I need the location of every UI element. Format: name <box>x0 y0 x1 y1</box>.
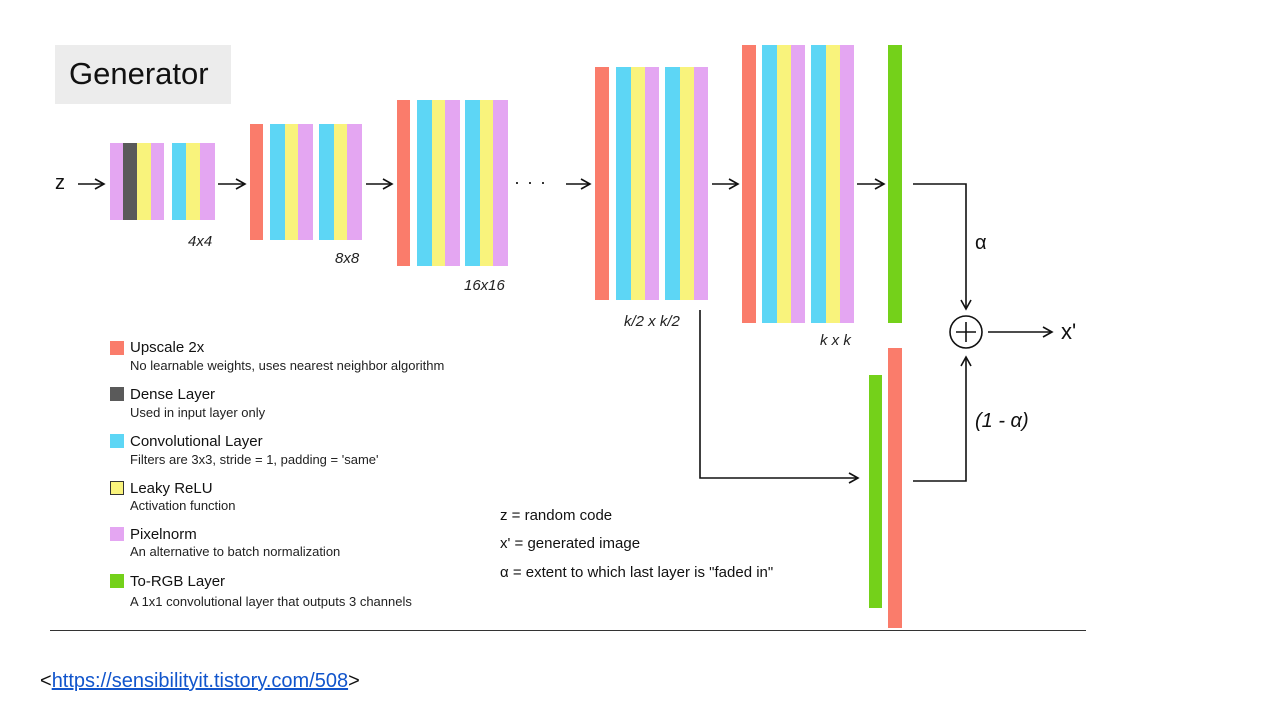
pixelnorm-bar <box>298 124 313 240</box>
upscale-bar <box>742 45 756 323</box>
legend-desc-to-rgb: A 1x1 convolutional layer that outputs 3… <box>130 594 412 609</box>
source-suffix: > <box>348 670 360 692</box>
leaky-relu-bar <box>826 45 840 323</box>
legend-desc-conv: Filters are 3x3, stride = 1, padding = '… <box>130 452 379 467</box>
leaky-relu-bar <box>680 67 694 300</box>
pixelnorm-bar <box>493 100 508 266</box>
conv-layer-bar <box>172 143 186 220</box>
title-box <box>55 45 231 104</box>
block-label-k: k x k <box>820 332 851 349</box>
legend-desc-leaky-relu: Activation function <box>130 498 236 513</box>
upscale-bar <box>250 124 263 240</box>
conv-layer-bar <box>465 100 480 266</box>
ellipsis: · · · <box>514 172 547 192</box>
dense-layer-bar <box>123 143 137 220</box>
footer-rule <box>50 630 1086 631</box>
block-label-k-half: k/2 x k/2 <box>624 313 680 330</box>
leaky-relu-bar <box>334 124 347 240</box>
diagram-title: Generator <box>69 56 209 91</box>
pixelnorm-bar <box>645 67 659 300</box>
legend-swatch-pixelnorm <box>110 527 124 541</box>
block-label-8x8: 8x8 <box>335 250 360 267</box>
conv-layer-bar <box>665 67 680 300</box>
source-link[interactable]: https://sensibilityit.tistory.com/508 <box>51 670 349 692</box>
legend-swatch-dense <box>110 387 124 401</box>
leaky-relu-bar <box>777 45 791 323</box>
block-label-16x16: 16x16 <box>464 277 505 294</box>
legend-desc-pixelnorm: An alternative to batch normalization <box>130 544 341 559</box>
conv-layer-bar <box>270 124 285 240</box>
leaky-relu-bar <box>186 143 200 220</box>
legend-desc-dense: Used in input layer only <box>130 405 266 420</box>
pixelnorm-bar <box>791 45 805 323</box>
input-z-label: z <box>55 172 65 194</box>
upscale-bar <box>397 100 410 266</box>
to-rgb-bar <box>888 45 902 323</box>
pixelnorm-bar <box>151 143 164 220</box>
definition-x-prime: x' = generated image <box>500 535 641 552</box>
legend-title-upscale: Upscale 2x <box>130 339 205 356</box>
pixelnorm-bar <box>840 45 854 323</box>
legend-desc-upscale: No learnable weights, uses nearest neigh… <box>130 358 445 373</box>
legend-swatch-upscale <box>110 341 124 355</box>
legend-title-conv: Convolutional Layer <box>130 433 263 450</box>
definition-z: z = random code <box>500 507 613 524</box>
legend-title-pixelnorm: Pixelnorm <box>130 526 197 543</box>
legend-swatch-to-rgb <box>110 574 124 588</box>
legend-swatch-conv <box>110 434 124 448</box>
source-citation: <https://sensibilityit.tistory.com/508> <box>40 670 360 693</box>
conv-layer-bar <box>616 67 631 300</box>
pixelnorm-bar <box>110 143 123 220</box>
leaky-relu-bar <box>631 67 645 300</box>
conv-layer-bar <box>811 45 826 323</box>
leaky-relu-bar <box>480 100 493 266</box>
legend-title-leaky-relu: Leaky ReLU <box>130 480 213 497</box>
upscale-bar <box>595 67 609 300</box>
upscale-bar <box>888 348 902 628</box>
leaky-relu-bar <box>137 143 151 220</box>
pixelnorm-bar <box>200 143 215 220</box>
conv-layer-bar <box>762 45 777 323</box>
alpha-label: α <box>975 232 987 254</box>
conv-layer-bar <box>417 100 432 266</box>
legend-title-dense: Dense Layer <box>130 386 216 403</box>
source-prefix: < <box>40 670 52 692</box>
block-label-4x4: 4x4 <box>188 233 213 250</box>
leaky-relu-bar <box>432 100 445 266</box>
to-rgb-bar <box>869 375 882 608</box>
pixelnorm-bar <box>694 67 708 300</box>
output-x-label: x' <box>1061 319 1077 344</box>
legend-title-to-rgb: To-RGB Layer <box>130 573 226 590</box>
leaky-relu-bar <box>285 124 298 240</box>
pixelnorm-bar <box>347 124 362 240</box>
conv-layer-bar <box>319 124 334 240</box>
one-minus-alpha-label: (1 - α) <box>975 410 1029 432</box>
definition-alpha: α = extent to which last layer is "faded… <box>500 564 774 581</box>
pixelnorm-bar <box>445 100 460 266</box>
legend-swatch-leaky-relu <box>110 481 124 495</box>
